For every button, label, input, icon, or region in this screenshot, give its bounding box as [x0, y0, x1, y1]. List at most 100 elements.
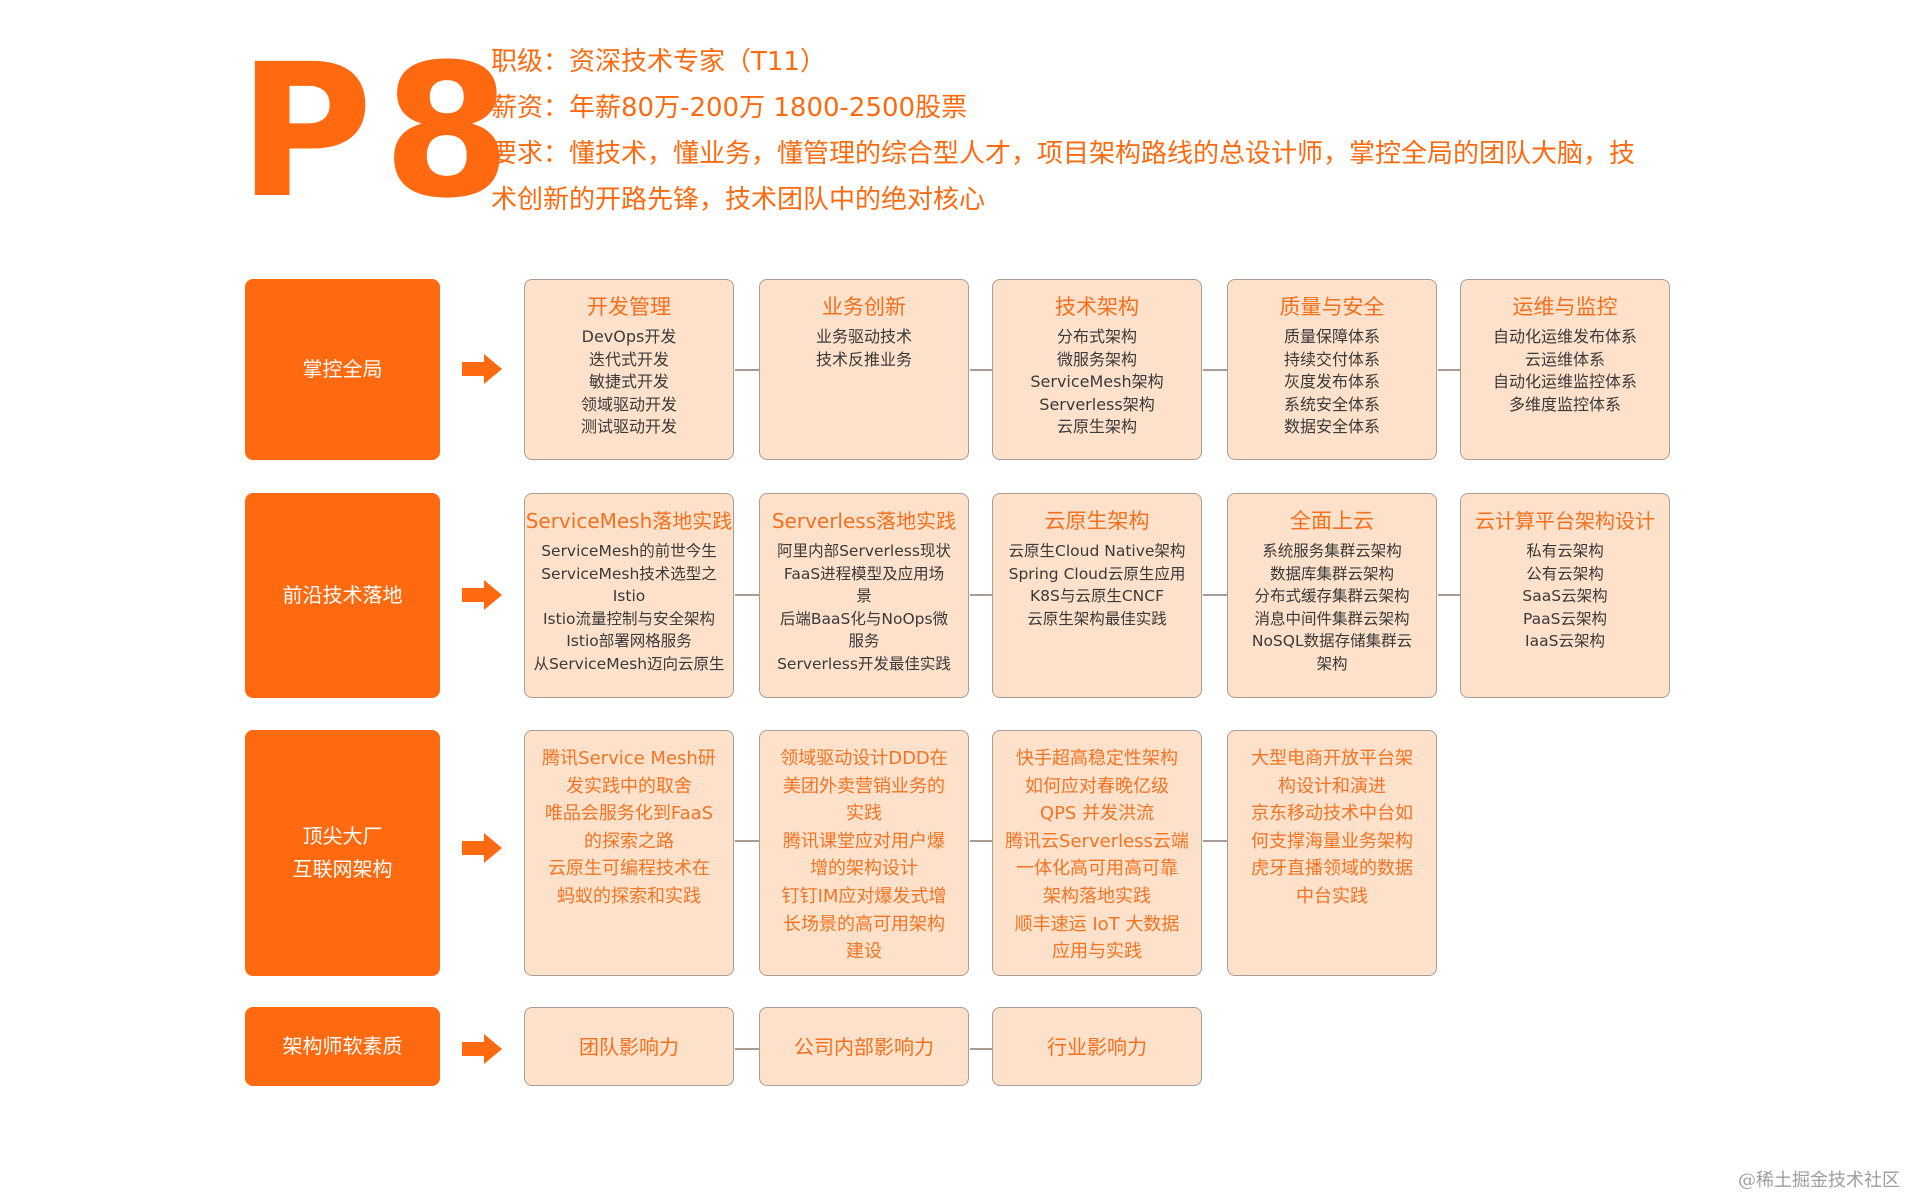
card-items: 领域驱动设计DDD在 美团外卖营销业务的 实践 腾讯课堂应对用户爆 增的架构设计…: [760, 745, 968, 966]
card-item: 建设: [846, 941, 882, 963]
card-item: 唯品会服务化到FaaS: [544, 803, 714, 825]
connector-line: [735, 1048, 760, 1050]
category-frontier-tech: 前沿技术落地: [245, 493, 440, 698]
card-items: DevOps开发 迭代式开发 敏捷式开发 领域驱动开发 测试驱动开发: [525, 326, 733, 439]
card-item: NoSQL数据存储集群云: [1251, 632, 1413, 651]
card-item: 自动化运维发布体系: [1492, 327, 1637, 346]
card-items: 系统服务集群云架构 数据库集群云架构 分布式缓存集群云架构 消息中间件集群云架构…: [1228, 540, 1436, 676]
level-info: 职级：资深技术专家（T11） 薪资：年薪80万-200万 1800-2500股票…: [491, 39, 1691, 223]
category-control-overall: 掌控全局: [245, 279, 440, 460]
card-full-cloud: 全面上云 系统服务集群云架构 数据库集群云架构 分布式缓存集群云架构 消息中间件…: [1227, 493, 1437, 698]
card-title: 团队影响力: [579, 1034, 679, 1059]
card-item: 业务驱动技术: [815, 327, 912, 346]
card-items: 阿里内部Serverless现状 FaaS进程模型及应用场 景 后端BaaS化与…: [760, 540, 968, 676]
card-business-innovation: 业务创新 业务驱动技术 技术反推业务: [759, 279, 969, 460]
card-title: 云计算平台架构设计: [1475, 509, 1655, 533]
card-item: 多维度监控体系: [1508, 394, 1621, 414]
card-items: 大型电商开放平台架 构设计和演进 京东移动技术中台如 何支撑海量业务架构 虎牙直…: [1228, 745, 1436, 911]
card-item: 云原生架构: [1056, 417, 1137, 437]
card-item: 一体化高可用高可靠: [1016, 858, 1178, 880]
card-item: 大型电商开放平台架: [1251, 748, 1413, 769]
card-company-influence: 公司内部影响力: [759, 1007, 969, 1086]
card-item: 技术反推业务: [815, 349, 912, 369]
card-item: 迭代式开发: [588, 349, 669, 369]
card-item: DevOps开发: [581, 327, 677, 346]
watermark: @稀土掘金技术社区: [1738, 1170, 1900, 1191]
category-label-line-2: 互联网架构: [292, 857, 393, 881]
card-quality-security: 质量与安全 质量保障体系 持续交付体系 灰度发布体系 系统安全体系 数据安全体系: [1227, 279, 1437, 460]
card-items: 分布式架构 微服务架构 ServiceMesh架构 Serverless架构 云…: [993, 326, 1201, 439]
card-item: Istio部署网格服务: [566, 632, 692, 651]
card-item: 的探索之路: [584, 830, 674, 852]
card-item: QPS 并发洪流: [1039, 803, 1155, 825]
card-item: 架构: [1316, 654, 1348, 673]
card-item: IaaS云架构: [1525, 632, 1605, 651]
card-item: 美团外卖营销业务的: [783, 775, 945, 797]
category-top-internet-architecture: 顶尖大厂 互联网架构: [245, 730, 440, 976]
card-case-tencent-vip-ant: 腾讯Service Mesh研 发实践中的取舍 唯品会服务化到FaaS 的探索之…: [524, 730, 734, 976]
card-item: 云原生可编程技术在: [548, 858, 710, 880]
requirement-line-1: 要求：懂技术，懂业务，懂管理的综合型人才，项目架构路线的总设计师，掌控全局的团队…: [491, 139, 1636, 169]
card-item: 领域驱动开发: [580, 394, 677, 414]
card-item: 分布式架构: [1056, 327, 1137, 346]
card-item: 从ServiceMesh迈向云原生: [533, 654, 725, 673]
card-item: 景: [856, 587, 872, 606]
card-item: Istio流量控制与安全架构: [542, 609, 715, 628]
card-item: Serverless开发最佳实践: [777, 654, 951, 673]
card-items: ServiceMesh的前世今生 ServiceMesh技术选型之 Istio …: [525, 540, 733, 676]
card-item: ServiceMesh技术选型之: [541, 564, 717, 583]
card-title: 运维与监控: [1512, 295, 1618, 319]
card-item: 系统安全体系: [1283, 394, 1380, 414]
connector-line: [1203, 369, 1228, 371]
card-items: 私有云架构 公有云架构 SaaS云架构 PaaS云架构 IaaS云架构: [1461, 540, 1669, 653]
card-item: ServiceMesh的前世今生: [541, 542, 717, 560]
card-item: FaaS进程模型及应用场: [783, 564, 945, 583]
salary-line: 薪资：年薪80万-200万 1800-2500股票: [491, 93, 968, 123]
category-soft-skills: 架构师软素质: [245, 1007, 440, 1086]
connector-line: [735, 369, 760, 371]
requirement-line-2: 术创新的开路先锋，技术团队中的绝对核心: [491, 185, 986, 215]
card-title: 全面上云: [1290, 509, 1374, 533]
connector-line: [970, 840, 993, 842]
card-item: 增的架构设计: [810, 858, 918, 880]
connector-line: [970, 594, 993, 596]
card-items: 云原生Cloud Native架构 Spring Cloud云原生应用 K8S与…: [993, 540, 1201, 630]
card-item: 持续交付体系: [1283, 349, 1380, 369]
arrow-right-icon: [462, 833, 502, 863]
card-title: 公司内部影响力: [794, 1034, 934, 1059]
connector-line: [735, 840, 760, 842]
card-item: 长场景的高可用架构: [783, 913, 945, 935]
connector-line: [735, 594, 760, 596]
card-item: 云原生Cloud Native架构: [1008, 542, 1186, 560]
card-item: 微服务架构: [1056, 349, 1137, 369]
card-item: ServiceMesh架构: [1030, 372, 1164, 392]
card-item: 分布式缓存集群云架构: [1254, 587, 1410, 606]
card-item: 中台实践: [1296, 885, 1368, 907]
connector-line: [970, 369, 993, 371]
card-title: 质量与安全: [1279, 295, 1385, 319]
card-item: SaaS云架构: [1522, 587, 1608, 606]
card-item: 快手超高稳定性架构: [1016, 748, 1178, 769]
card-item: 云原生架构最佳实践: [1027, 609, 1167, 628]
level-badge: P8: [238, 25, 521, 239]
category-label: 掌控全局: [302, 357, 383, 381]
card-items: 质量保障体系 持续交付体系 灰度发布体系 系统安全体系 数据安全体系: [1228, 326, 1436, 439]
card-title: 云原生架构: [1044, 509, 1150, 533]
arrow-right-icon: [462, 580, 502, 610]
card-item: 构设计和演进: [1278, 775, 1386, 797]
arrow-right-icon: [462, 1034, 502, 1064]
card-title: 技术架构: [1055, 295, 1139, 319]
card-item: 质量保障体系: [1283, 327, 1380, 346]
card-servicemesh-practice: ServiceMesh落地实践 ServiceMesh的前世今生 Service…: [524, 493, 734, 698]
card-team-influence: 团队影响力: [524, 1007, 734, 1086]
card-item: 腾讯Service Mesh研: [542, 748, 716, 769]
rank-line: 职级：资深技术专家（T11）: [491, 47, 826, 77]
card-item: 服务: [848, 632, 880, 651]
card-item: Serverless架构: [1039, 394, 1155, 414]
category-label: 前沿技术落地: [282, 583, 403, 607]
card-item: 公有云架构: [1526, 564, 1604, 583]
card-item: 敏捷式开发: [588, 372, 669, 392]
card-item: 钉钉IM应对爆发式增: [781, 885, 947, 907]
card-title: 业务创新: [822, 295, 906, 319]
card-item: 后端BaaS化与NoOps微: [779, 609, 949, 628]
